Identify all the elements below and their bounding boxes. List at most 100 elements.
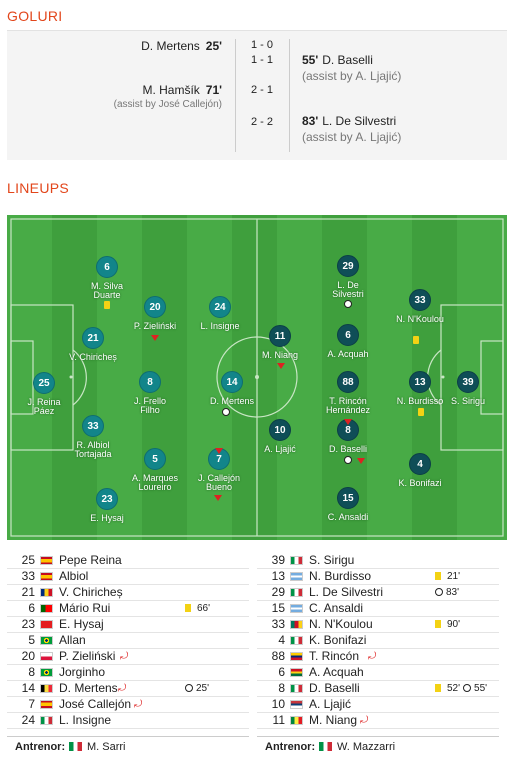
player-name: A. Marques <box>131 473 179 483</box>
italy-flag-icon <box>319 742 332 751</box>
player-number: 5 <box>28 633 35 647</box>
player-name[interactable]: N. N'Koulou <box>309 617 373 631</box>
player-name[interactable]: T. Rincón <box>309 649 360 663</box>
goal-assist: (assist by José Callejón) <box>113 99 222 110</box>
lineup-row[interactable]: 6 A. Acquah <box>257 665 499 681</box>
player-name: N. N'Koulou <box>396 314 444 324</box>
coach-name[interactable]: W. Mazzarri <box>337 741 396 753</box>
goal-ball-icon <box>435 588 443 596</box>
player-name[interactable]: C. Ansaldi <box>309 601 364 615</box>
goal-minute: 71' <box>205 83 222 97</box>
player-number: 24 <box>209 296 231 318</box>
lineup-row[interactable]: 5 Allan <box>7 633 249 649</box>
player-name: D. Mertens <box>209 396 254 406</box>
player-name[interactable]: Albiol <box>59 569 89 583</box>
player-name[interactable]: Allan <box>59 633 86 647</box>
player-number: 23 <box>21 617 35 631</box>
player-name[interactable]: K. Bonifazi <box>309 633 367 647</box>
player-name[interactable]: N. Burdisso <box>309 569 372 583</box>
player-name[interactable]: S. Sirigu <box>309 553 355 567</box>
player-name[interactable]: Jorginho <box>59 665 106 679</box>
player-name[interactable]: L. Insigne <box>59 713 112 727</box>
goal-ball-icon <box>344 456 352 464</box>
player-name[interactable]: A. Ljajić <box>309 697 352 711</box>
player-number: 8 <box>139 371 161 393</box>
sub-out-icon <box>277 363 285 369</box>
player-number: 21 <box>82 327 104 349</box>
player-name[interactable]: P. Zieliński <box>59 649 116 663</box>
player-name: Filho <box>140 405 160 415</box>
player-name[interactable]: D. Mertens <box>59 681 118 695</box>
spain-flag-icon <box>40 572 53 581</box>
pitch-player[interactable]: 24 L. Insigne <box>180 296 260 331</box>
player-name[interactable]: A. Acquah <box>309 665 364 679</box>
player-name[interactable]: D. Baselli <box>309 681 360 695</box>
coach-name[interactable]: M. Sarri <box>87 741 126 753</box>
player-name[interactable]: E. Hysaj <box>59 617 104 631</box>
player-number: 11 <box>269 325 291 347</box>
goal-minute: 55' <box>302 53 319 67</box>
player-name[interactable]: Mário Rui <box>59 601 111 615</box>
senegal-flag-icon <box>290 716 303 725</box>
lineup-row[interactable]: 23 E. Hysaj <box>7 617 249 633</box>
player-name[interactable]: José Callejón <box>59 697 132 711</box>
player-name[interactable]: L. De Silvestri <box>309 585 384 599</box>
player-name: Tortajada <box>74 449 112 459</box>
player-name: J. Frello <box>133 396 166 406</box>
player-number: 6 <box>278 665 285 679</box>
player-name: Silvestri <box>332 289 364 299</box>
player-number: 20 <box>21 649 35 663</box>
player-name[interactable]: M. Niang <box>309 713 358 727</box>
player-name: L. Insigne <box>200 321 240 331</box>
player-number: 6 <box>28 601 35 615</box>
goal-minute: 83' <box>302 114 319 128</box>
score-line: 1 - 0 <box>250 39 273 51</box>
player-name[interactable]: Pepe Reina <box>59 553 122 567</box>
player-name[interactable]: V. Chiricheș <box>59 585 123 599</box>
sub-out-icon <box>151 335 159 341</box>
pitch-lines <box>7 215 507 540</box>
portugal-flag-icon <box>40 604 53 613</box>
